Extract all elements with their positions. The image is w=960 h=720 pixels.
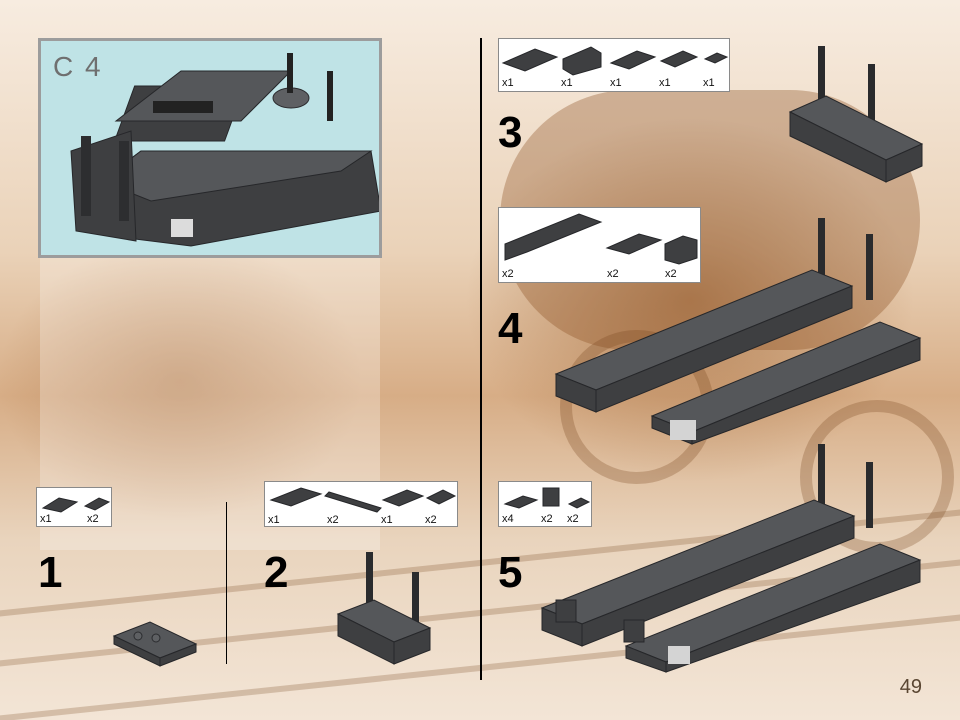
subassembly-preview: C 4 — [38, 38, 382, 258]
part-quantity: x2 — [567, 513, 579, 525]
part-quantity: x2 — [425, 514, 437, 526]
subassembly-model-image — [70, 53, 379, 247]
step-4-parts-box: x2 x2 x2 — [498, 207, 701, 283]
part-quantity: x1 — [561, 77, 573, 89]
step-number: 3 — [498, 108, 523, 157]
part-quantity: x1 — [502, 77, 514, 89]
step-2-parts-box: x1 x2 x1 x2 — [264, 481, 458, 527]
part-quantity: x2 — [541, 513, 553, 525]
step-2-model-image — [336, 552, 432, 665]
part-quantity: x4 — [502, 513, 514, 525]
step-number: 1 — [38, 548, 63, 597]
step-3-parts-box: x1 x1 x1 x1 x1 — [498, 38, 730, 92]
step-1-parts-box: x1 x2 — [36, 487, 112, 527]
part-quantity: x1 — [40, 513, 52, 525]
step-number: 2 — [264, 548, 289, 597]
part-quantity: x2 — [665, 268, 677, 280]
step-divider — [226, 502, 227, 664]
part-quantity: x1 — [703, 77, 715, 89]
step-4-model-image — [554, 218, 922, 445]
part-quantity: x2 — [502, 268, 514, 280]
step-5-parts-box: x4 x2 x2 — [498, 481, 592, 527]
part-quantity: x2 — [87, 513, 99, 525]
part-quantity: x2 — [607, 268, 619, 280]
step-5-parts-image — [503, 487, 591, 509]
step-2-parts-image — [269, 487, 457, 513]
part-quantity: x1 — [381, 514, 393, 526]
step-1-model-image — [112, 621, 198, 667]
step-1-parts-image — [41, 497, 111, 513]
column-divider — [480, 38, 482, 680]
step-3-model-image — [788, 46, 924, 183]
part-quantity: x1 — [268, 514, 280, 526]
step-number: 4 — [498, 304, 523, 353]
page-number: 49 — [899, 676, 922, 698]
step-3-parts-image — [501, 46, 729, 76]
part-quantity: x2 — [327, 514, 339, 526]
step-4-parts-image — [504, 213, 698, 265]
part-quantity: x1 — [610, 77, 622, 89]
part-quantity: x1 — [659, 77, 671, 89]
step-number: 5 — [498, 548, 523, 597]
subassembly-label: C 4 — [53, 51, 103, 82]
step-5-model-image — [540, 444, 922, 673]
